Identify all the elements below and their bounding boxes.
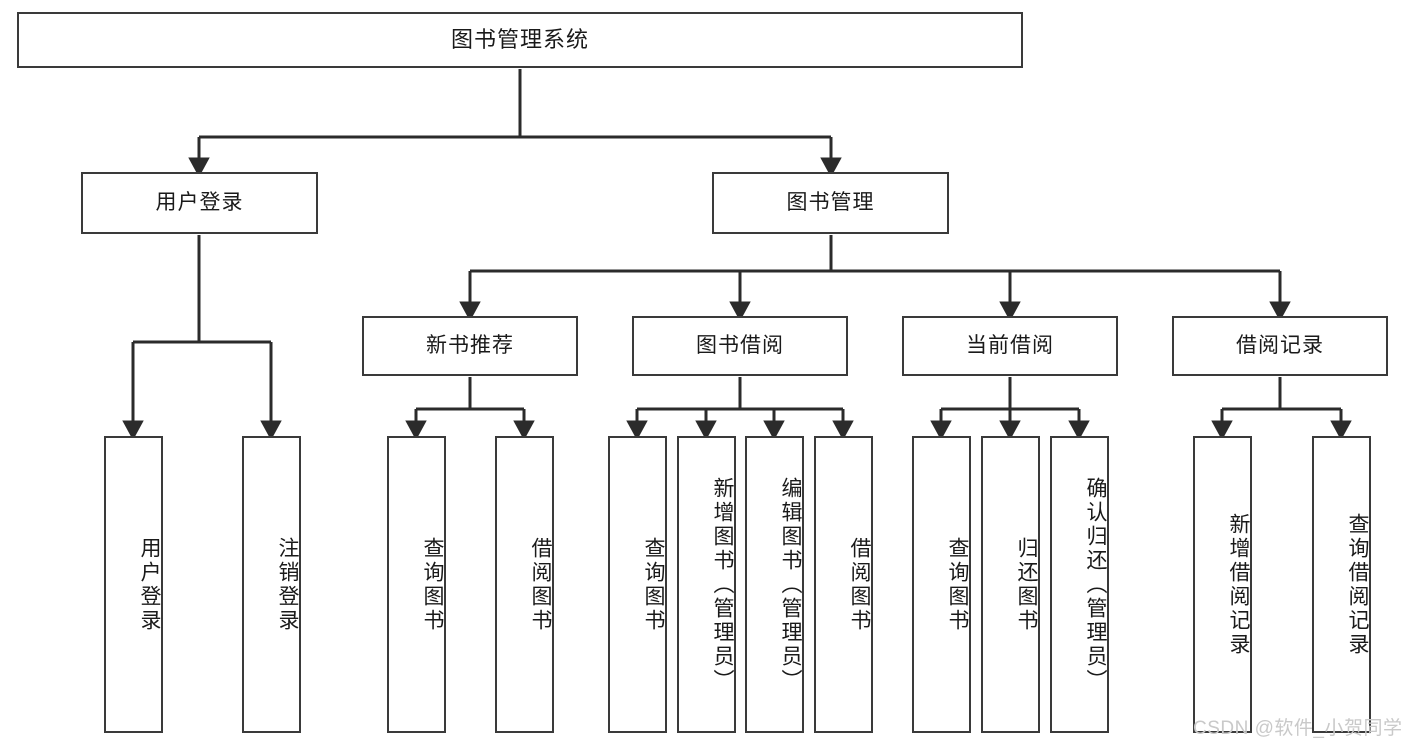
leaf-return-book[interactable]: 归还图书	[981, 436, 1040, 733]
node-label: 查询图书	[421, 536, 444, 633]
node-label: 用户登录	[138, 536, 161, 633]
leaf-add-borrow-record[interactable]: 新增借阅记录	[1193, 436, 1252, 733]
node-label: 借阅图书	[529, 536, 552, 633]
leaf-borrow-book[interactable]: 借阅图书	[814, 436, 873, 733]
leaf-query-book-current[interactable]: 查询图书	[912, 436, 971, 733]
node-current-borrow[interactable]: 当前借阅	[902, 316, 1118, 376]
node-label: 当前借阅	[966, 334, 1054, 358]
node-new-book-recommend[interactable]: 新书推荐	[362, 316, 578, 376]
node-label: 用户登录	[155, 191, 244, 215]
node-label: 新增图书（管理员）	[711, 476, 734, 693]
node-label: 查询图书	[946, 536, 969, 633]
watermark-text: CSDN @软件_小贺同学	[1193, 718, 1403, 739]
node-label: 编辑图书（管理员）	[779, 476, 802, 693]
leaf-edit-book-admin[interactable]: 编辑图书（管理员）	[745, 436, 804, 733]
leaf-query-book-recommend[interactable]: 查询图书	[387, 436, 446, 733]
leaf-query-borrow-record[interactable]: 查询借阅记录	[1312, 436, 1371, 733]
node-label: 注销登录	[276, 536, 299, 633]
node-label: 图书管理	[786, 191, 875, 215]
leaf-confirm-return-admin[interactable]: 确认归还（管理员）	[1050, 436, 1109, 733]
node-book-borrow[interactable]: 图书借阅	[632, 316, 848, 376]
node-label: 图书管理系统	[450, 26, 589, 52]
node-label: 查询图书	[642, 536, 665, 633]
node-label: 确认归还（管理员）	[1084, 476, 1107, 693]
node-label: 查询借阅记录	[1346, 512, 1369, 657]
leaf-query-book-borrow[interactable]: 查询图书	[608, 436, 667, 733]
leaf-borrow-book-recommend[interactable]: 借阅图书	[495, 436, 554, 733]
node-label: 借阅图书	[848, 536, 871, 633]
leaf-logout-login[interactable]: 注销登录	[242, 436, 301, 733]
node-borrow-record[interactable]: 借阅记录	[1172, 316, 1388, 376]
node-label: 归还图书	[1015, 536, 1038, 633]
node-root-system[interactable]: 图书管理系统	[17, 12, 1023, 68]
node-label: 新书推荐	[426, 334, 514, 358]
leaf-add-book-admin[interactable]: 新增图书（管理员）	[677, 436, 736, 733]
node-label: 借阅记录	[1236, 334, 1324, 358]
node-label: 图书借阅	[696, 334, 784, 358]
node-label: 新增借阅记录	[1227, 512, 1250, 657]
node-book-management[interactable]: 图书管理	[712, 172, 949, 234]
leaf-user-login[interactable]: 用户登录	[104, 436, 163, 733]
node-user-login[interactable]: 用户登录	[81, 172, 318, 234]
